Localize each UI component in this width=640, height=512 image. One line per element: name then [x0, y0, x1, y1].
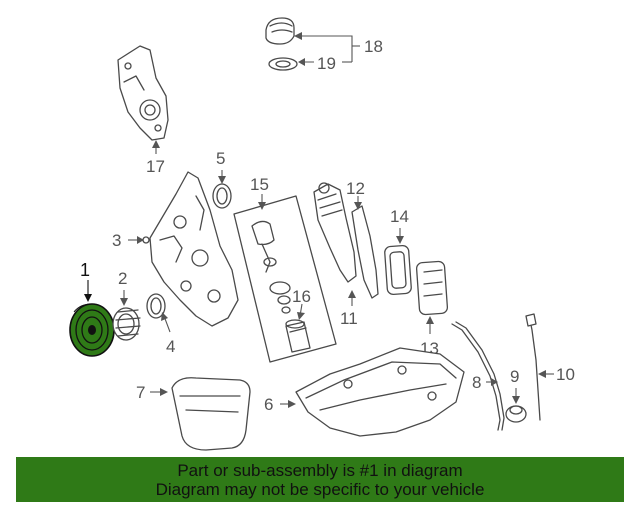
callout-4[interactable]: 4	[166, 337, 175, 356]
upper-timing-cover[interactable]	[117, 45, 169, 141]
callout-2[interactable]: 2	[118, 269, 127, 288]
callout-17[interactable]: 17	[146, 157, 165, 176]
oil-cooler[interactable]	[415, 260, 449, 316]
callout-18[interactable]: 18	[364, 37, 383, 56]
banner-line-sub-assembly: Part or sub-assembly is #1 in diagram	[177, 460, 463, 480]
callout-1[interactable]: 1	[80, 260, 90, 280]
callout-7[interactable]: 7	[136, 383, 145, 402]
info-banner: Part or sub-assembly is #1 in diagram Di…	[16, 457, 624, 502]
callout-14[interactable]: 14	[390, 207, 409, 226]
callout-5[interactable]: 5	[216, 149, 225, 168]
dipstick-seal[interactable]	[505, 405, 527, 423]
lower-oil-pan[interactable]	[171, 377, 251, 451]
callout-8[interactable]: 8	[472, 373, 481, 392]
dipstick-tube[interactable]	[451, 321, 505, 431]
callout-19[interactable]: 19	[317, 54, 336, 73]
callout-6[interactable]: 6	[264, 395, 273, 414]
dipstick[interactable]	[525, 313, 541, 421]
vibration-damper[interactable]	[112, 307, 141, 341]
front-crank-seal[interactable]	[146, 293, 166, 319]
parts-diagram: 18 19 17 5 3 1	[69, 17, 575, 451]
filler-cap-seal[interactable]	[268, 57, 298, 71]
callout-15[interactable]: 15	[250, 175, 269, 194]
cover-seal-upper[interactable]	[212, 183, 232, 209]
timing-cover[interactable]	[142, 171, 239, 327]
oil-filler-cap[interactable]	[265, 17, 295, 45]
callout-10[interactable]: 10	[556, 365, 575, 384]
oil-filter-assembly[interactable]	[233, 195, 337, 363]
callout-11[interactable]: 11	[340, 309, 358, 328]
callout-12[interactable]: 12	[346, 179, 365, 198]
oil-filter-element[interactable]	[285, 319, 311, 353]
crankshaft-pulley[interactable]	[69, 303, 115, 357]
banner-line-disclaimer: Diagram may not be specific to your vehi…	[155, 479, 485, 499]
oil-cooler-gasket[interactable]	[384, 244, 412, 296]
filter-housing-gasket[interactable]	[351, 205, 379, 299]
upper-oil-pan[interactable]	[295, 347, 465, 437]
callout-9[interactable]: 9	[510, 367, 519, 386]
callout-3[interactable]: 3	[112, 231, 121, 250]
filter-housing[interactable]	[313, 182, 357, 283]
callout-16[interactable]: 16	[292, 287, 311, 306]
